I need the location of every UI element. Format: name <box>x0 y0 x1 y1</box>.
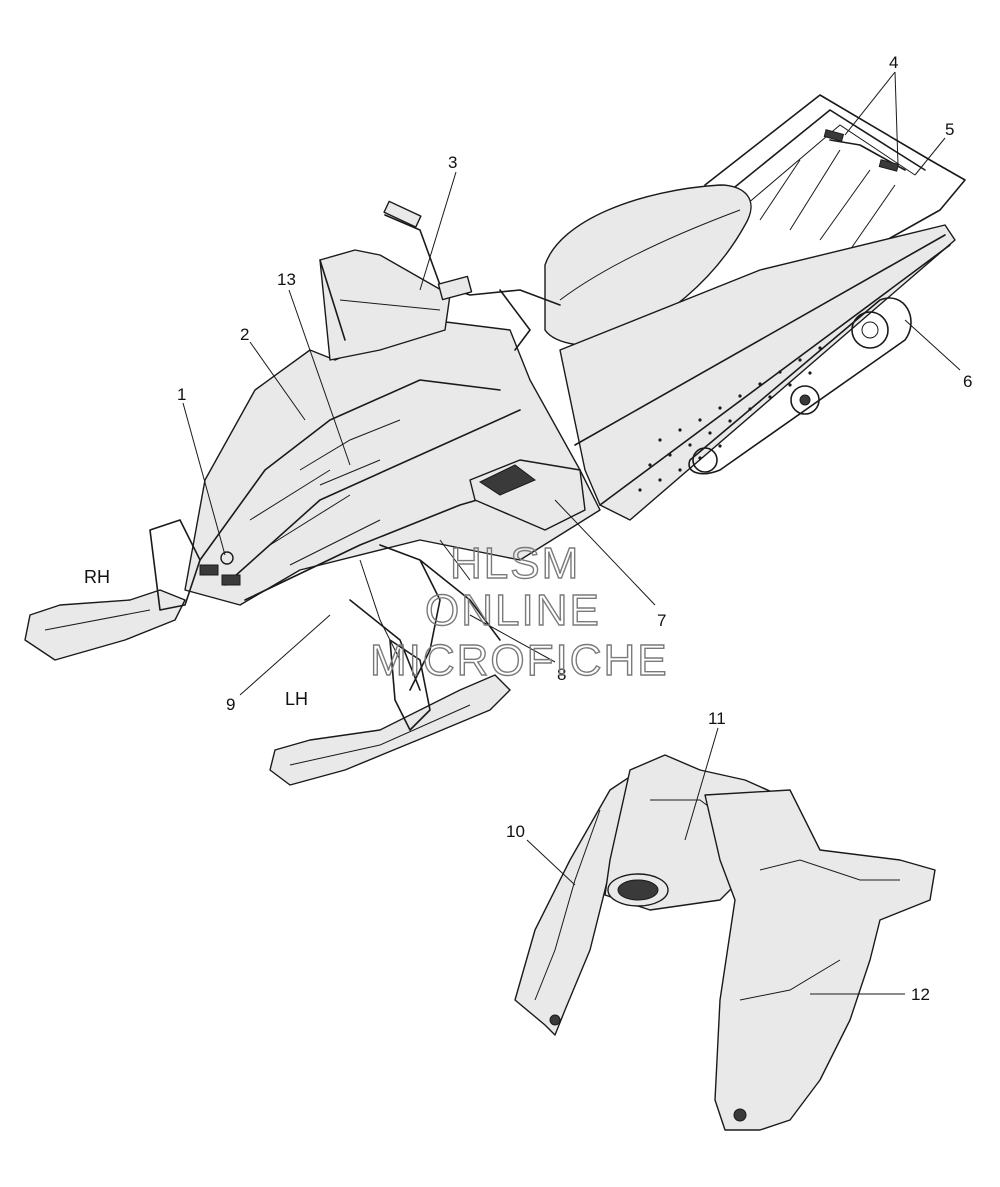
label-rh: RH <box>84 567 110 587</box>
side-panels-drawing <box>514 754 936 1131</box>
callout-10: 10 <box>506 822 525 841</box>
front-suspension <box>349 544 501 691</box>
watermark-line-1: HLSM <box>450 539 580 588</box>
callout-12: 12 <box>911 985 930 1004</box>
tunnel <box>559 224 956 521</box>
tunnel-perforations <box>638 346 822 492</box>
watermark-line-2: ONLINE <box>425 586 601 635</box>
callout-2: 2 <box>240 325 249 344</box>
rear-rack <box>704 94 966 301</box>
snowmobile-drawing <box>24 94 966 786</box>
callout-4: 4 <box>889 53 898 72</box>
track <box>688 297 912 475</box>
callout-6: 6 <box>963 372 972 391</box>
panel-12 <box>704 789 936 1131</box>
watermark-line-3: MICROFICHE <box>370 636 669 685</box>
callouts: 1 2 3 4 5 6 7 8 9 10 11 12 13 <box>177 53 972 1004</box>
callout-1: 1 <box>177 385 186 404</box>
callout-3: 3 <box>448 153 457 172</box>
ski-right <box>24 589 186 661</box>
callout-11: 11 <box>708 709 726 728</box>
callout-8: 8 <box>557 665 566 684</box>
callout-7: 7 <box>657 611 666 630</box>
callout-13: 13 <box>277 270 296 289</box>
callout-5: 5 <box>945 120 954 139</box>
watermark: HLSM ONLINE MICROFICHE <box>369 538 669 685</box>
label-lh: LH <box>285 689 308 709</box>
ski-left <box>269 674 511 786</box>
callout-9: 9 <box>226 695 235 714</box>
